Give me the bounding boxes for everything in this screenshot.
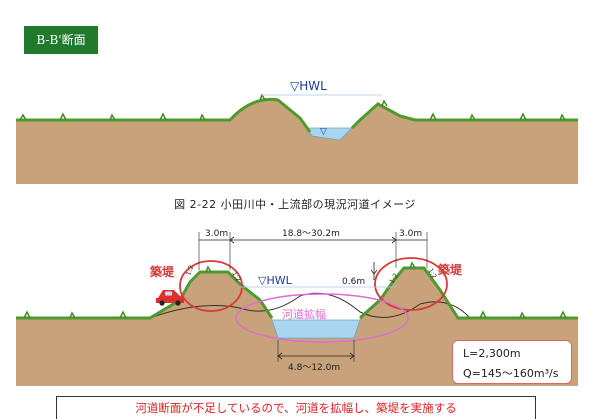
info-box: L=2,300m Q=145～160m³/s bbox=[452, 340, 572, 384]
figure-caption: 図 2-22 小田川中・上流部の現況河道イメージ bbox=[174, 198, 416, 211]
left-levee-label: 築堤 bbox=[149, 264, 175, 279]
discharge-value: Q=145～160m³/s bbox=[463, 367, 559, 380]
top-ground bbox=[16, 99, 578, 184]
top-grass-line bbox=[16, 97, 578, 133]
bottom-hwl-label: ▽HWL bbox=[258, 274, 293, 287]
right-width-label: 3.0m bbox=[399, 229, 422, 239]
left-width-label: 3.0m bbox=[205, 229, 228, 239]
bottom-cross-section: 3.0m 18.8～30.2m 3.0m 0.6m ▽HWL 築堤 築堤 河道拡… bbox=[16, 229, 578, 386]
car-icon bbox=[156, 290, 184, 306]
top-cross-section: ▽HWL ▽ bbox=[16, 79, 578, 184]
bottom-ground bbox=[16, 268, 578, 386]
right-levee-highlight bbox=[374, 257, 448, 311]
right-levee-label: 築堤 bbox=[437, 262, 463, 277]
bottom-water bbox=[271, 319, 361, 339]
section-label: B-B'断面 bbox=[24, 26, 98, 54]
bottom-grass-line bbox=[16, 266, 578, 320]
bed-width-label: 4.8～12.0m bbox=[288, 363, 340, 373]
slope-left-outer: 1:2 bbox=[184, 264, 195, 277]
summary-banner: 河道断面が不足しているので、河道を拡幅し、築堤を実施する bbox=[56, 396, 536, 419]
span-width-label: 18.8～30.2m bbox=[282, 229, 340, 239]
bottom-grass-tufts bbox=[23, 261, 567, 319]
top-hwl-label: ▽HWL bbox=[290, 79, 327, 93]
left-levee-highlight bbox=[179, 260, 243, 312]
freeboard-label: 0.6m bbox=[342, 277, 365, 287]
widening-label: 河道拡幅 bbox=[282, 307, 326, 321]
top-water-mark: ▽ bbox=[320, 127, 327, 137]
widening-highlight bbox=[235, 293, 409, 343]
length-value: L=2,300m bbox=[463, 347, 521, 360]
top-water bbox=[305, 127, 353, 141]
